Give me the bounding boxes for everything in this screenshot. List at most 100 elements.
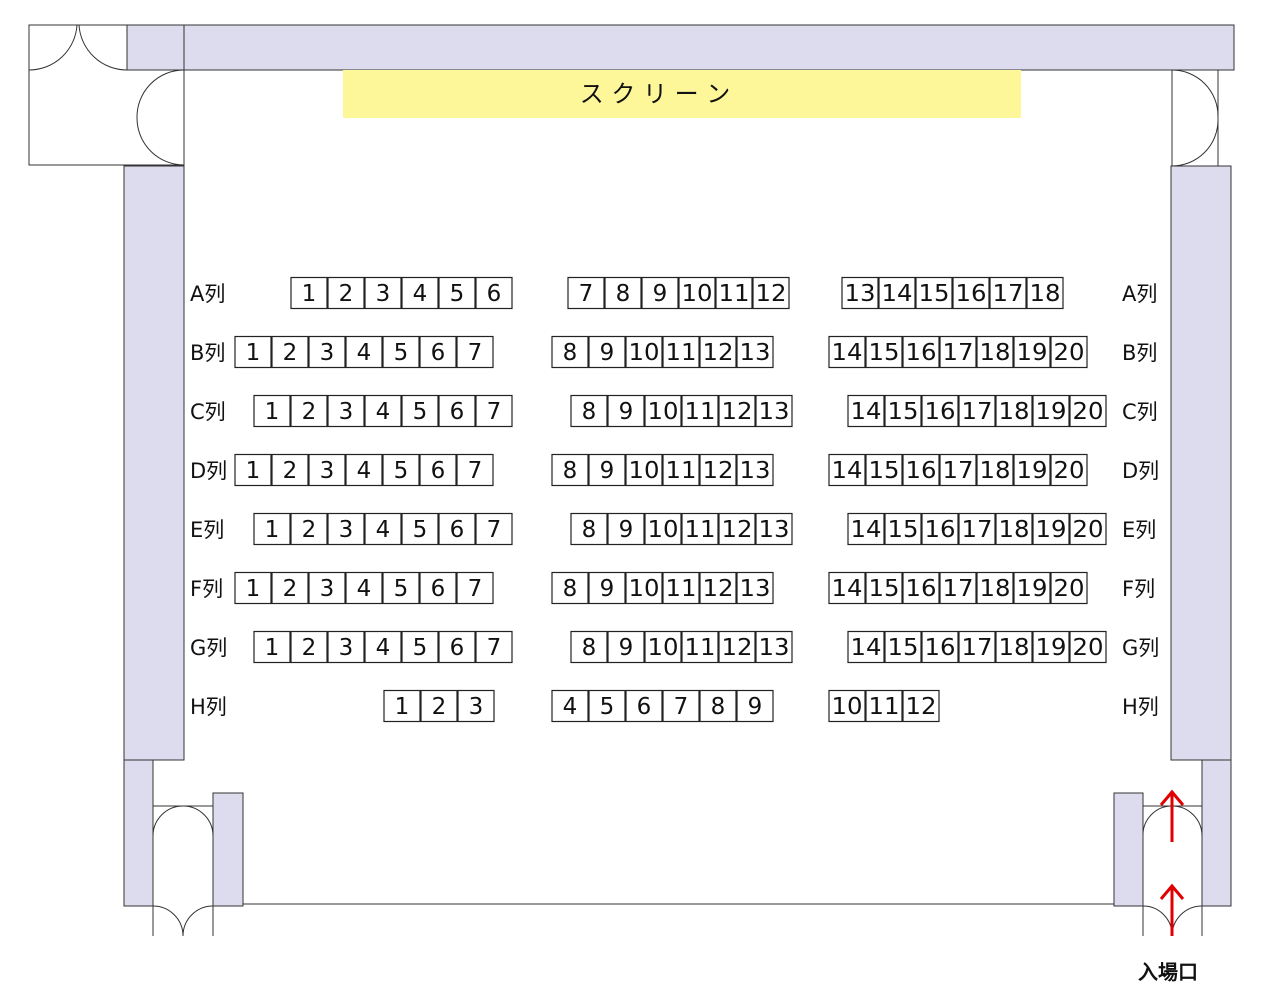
seat[interactable]: 2 — [420, 689, 458, 723]
seat-box[interactable] — [952, 276, 990, 310]
seat[interactable]: 19 — [1013, 453, 1051, 487]
seat[interactable]: 16 — [921, 394, 959, 428]
seat[interactable]: 9 — [588, 453, 626, 487]
seat[interactable]: 19 — [1032, 630, 1070, 664]
seat-box[interactable] — [662, 335, 700, 369]
seat[interactable]: 3 — [457, 689, 495, 723]
seat-box[interactable] — [588, 335, 626, 369]
seat[interactable]: 11 — [662, 335, 700, 369]
seat-box[interactable] — [995, 512, 1033, 546]
seat-box[interactable] — [475, 630, 513, 664]
seat[interactable]: 20 — [1050, 335, 1088, 369]
seat-box[interactable] — [678, 276, 716, 310]
seat[interactable]: 11 — [662, 571, 700, 605]
seat-box[interactable] — [958, 512, 996, 546]
seat[interactable]: 8 — [699, 689, 737, 723]
seat[interactable]: 5 — [382, 335, 420, 369]
seat[interactable]: 10 — [678, 276, 716, 310]
seat-box[interactable] — [718, 394, 756, 428]
seat[interactable]: 8 — [551, 453, 589, 487]
seat[interactable]: 7 — [456, 453, 494, 487]
seat[interactable]: 19 — [1032, 512, 1070, 546]
seat-box[interactable] — [847, 630, 885, 664]
seat[interactable]: 2 — [327, 276, 365, 310]
seat-box[interactable] — [327, 276, 365, 310]
seat-box[interactable] — [902, 571, 940, 605]
seat-box[interactable] — [755, 630, 793, 664]
seat[interactable]: 3 — [327, 630, 365, 664]
seat[interactable]: 7 — [475, 630, 513, 664]
seat[interactable]: 20 — [1069, 512, 1107, 546]
seat-box[interactable] — [1013, 335, 1051, 369]
seat-box[interactable] — [401, 512, 439, 546]
seat[interactable]: 15 — [884, 630, 922, 664]
seat-box[interactable] — [438, 276, 476, 310]
seat[interactable]: 8 — [604, 276, 642, 310]
seat-box[interactable] — [699, 335, 737, 369]
seat-box[interactable] — [345, 335, 383, 369]
seat-box[interactable] — [253, 630, 291, 664]
seat[interactable]: 20 — [1050, 453, 1088, 487]
seat-box[interactable] — [457, 689, 495, 723]
seat-box[interactable] — [419, 335, 457, 369]
seat[interactable]: 8 — [570, 394, 608, 428]
seat[interactable]: 11 — [681, 394, 719, 428]
seat-box[interactable] — [588, 689, 626, 723]
seat[interactable]: 4 — [345, 571, 383, 605]
seat-box[interactable] — [939, 571, 977, 605]
seat-box[interactable] — [755, 394, 793, 428]
seat[interactable]: 13 — [736, 571, 774, 605]
seat-box[interactable] — [327, 630, 365, 664]
seat[interactable]: 9 — [588, 335, 626, 369]
seat[interactable]: 6 — [438, 512, 476, 546]
seat[interactable]: 11 — [715, 276, 753, 310]
seat[interactable]: 13 — [755, 394, 793, 428]
seat-box[interactable] — [253, 394, 291, 428]
seat-box[interactable] — [364, 394, 402, 428]
seat[interactable]: 1 — [234, 453, 272, 487]
seat[interactable]: 1 — [290, 276, 328, 310]
seat-box[interactable] — [607, 512, 645, 546]
seat[interactable]: 20 — [1069, 394, 1107, 428]
seat-box[interactable] — [662, 571, 700, 605]
seat-box[interactable] — [736, 335, 774, 369]
seat-box[interactable] — [841, 276, 879, 310]
seat[interactable]: 16 — [902, 453, 940, 487]
seat[interactable]: 4 — [364, 394, 402, 428]
seat[interactable]: 10 — [625, 335, 663, 369]
seat-box[interactable] — [865, 335, 903, 369]
seat-box[interactable] — [662, 689, 700, 723]
seat-box[interactable] — [401, 630, 439, 664]
seat[interactable]: 7 — [475, 512, 513, 546]
seat-box[interactable] — [475, 276, 513, 310]
seat[interactable]: 11 — [662, 453, 700, 487]
seat[interactable]: 17 — [958, 394, 996, 428]
seat[interactable]: 3 — [308, 453, 346, 487]
seat[interactable]: 5 — [588, 689, 626, 723]
seat-box[interactable] — [902, 689, 940, 723]
seat-box[interactable] — [401, 276, 439, 310]
seat-box[interactable] — [456, 571, 494, 605]
seat[interactable]: 2 — [290, 394, 328, 428]
seat[interactable]: 6 — [419, 571, 457, 605]
seat-box[interactable] — [290, 394, 328, 428]
seat-box[interactable] — [1032, 512, 1070, 546]
seat[interactable]: 11 — [681, 630, 719, 664]
seat-box[interactable] — [456, 453, 494, 487]
seat-box[interactable] — [419, 571, 457, 605]
seat-box[interactable] — [681, 630, 719, 664]
seat[interactable]: 9 — [607, 630, 645, 664]
seat-box[interactable] — [588, 571, 626, 605]
seat[interactable]: 11 — [865, 689, 903, 723]
seat[interactable]: 14 — [847, 630, 885, 664]
seat[interactable]: 10 — [644, 512, 682, 546]
seat[interactable]: 5 — [401, 630, 439, 664]
seat[interactable]: 13 — [755, 512, 793, 546]
seat[interactable]: 10 — [644, 394, 682, 428]
seat[interactable]: 11 — [681, 512, 719, 546]
seat-box[interactable] — [939, 453, 977, 487]
seat-box[interactable] — [551, 689, 589, 723]
seat-box[interactable] — [958, 630, 996, 664]
seat[interactable]: 19 — [1013, 571, 1051, 605]
seat[interactable]: 17 — [958, 512, 996, 546]
